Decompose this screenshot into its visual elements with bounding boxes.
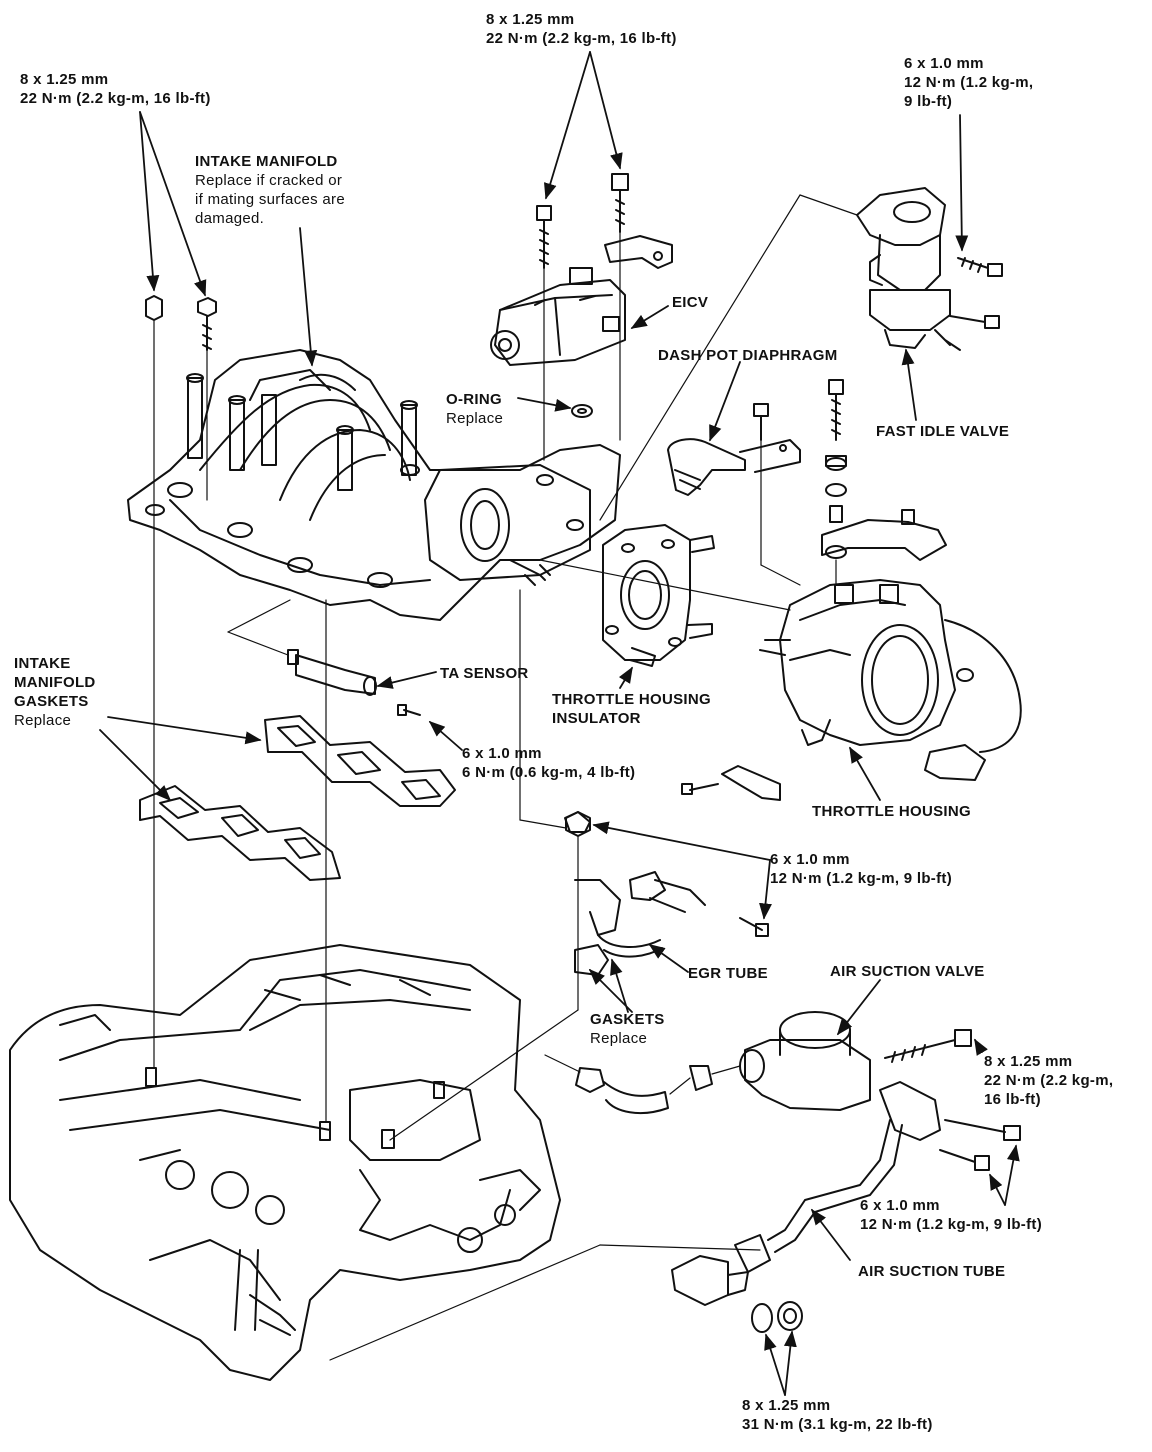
air-suction-valve-part — [739, 1011, 972, 1111]
intake-manifold-title: INTAKE MANIFOLD — [195, 153, 338, 170]
dash-pot-label: DASH POT DIAPHRAGM — [658, 347, 838, 364]
throttle-housing-insulator-label: THROTTLE HOUSING INSULATOR — [552, 690, 711, 728]
intake-gaskets-line-1: INTAKE — [14, 655, 71, 672]
manifold-nuts — [145, 295, 217, 351]
o-ring-label: O-RING Replace — [446, 390, 503, 428]
top-center-torque: 22 N·m (2.2 kg-m, 16 lb-ft) — [486, 30, 677, 47]
ta-sensor-torque-spec: 6 x 1.0 mm 6 N·m (0.6 kg-m, 4 lb-ft) — [462, 744, 635, 782]
insulator-line-2: INSULATOR — [552, 710, 641, 727]
air-suction-hose — [575, 1065, 713, 1115]
intake-manifold-note-1: Replace if cracked or — [195, 172, 343, 189]
bottom-torque: 31 N·m (3.1 kg-m, 22 lb-ft) — [742, 1416, 933, 1433]
leader-lines — [99, 51, 1020, 1396]
throttle-bracket — [681, 765, 781, 801]
intake-gasket-upper — [264, 715, 456, 807]
engine-block — [9, 944, 561, 1381]
top-right-size: 6 x 1.0 mm — [904, 55, 984, 72]
intake-manifold-note-3: damaged. — [195, 210, 265, 227]
eicv-bolts — [536, 173, 629, 269]
gaskets-label: GASKETS Replace — [590, 1010, 665, 1048]
fast-idle-valve-part — [856, 187, 961, 351]
asv-torque-2: 16 lb-ft) — [984, 1091, 1041, 1108]
top-left-torque-spec: 8 x 1.25 mm 22 N·m (2.2 kg-m, 16 lb-ft) — [20, 70, 211, 108]
top-left-size: 8 x 1.25 mm — [20, 71, 109, 88]
egr-tube-part — [564, 811, 769, 976]
throttle-top-parts — [821, 379, 947, 561]
intake-manifold-label: INTAKE MANIFOLD Replace if cracked or if… — [195, 152, 345, 228]
ta-sensor-label: TA SENSOR — [440, 665, 529, 682]
intake-gaskets-note: Replace — [14, 712, 72, 729]
asv-torque-1: 22 N·m (2.2 kg-m, — [984, 1072, 1114, 1089]
o-ring-part — [571, 404, 593, 418]
top-right-torque-1: 12 N·m (1.2 kg-m, — [904, 74, 1034, 91]
ta-sensor-part — [287, 649, 421, 716]
o-ring-note: Replace — [446, 410, 504, 427]
ast-torque: 12 N·m (1.2 kg-m, 9 lb-ft) — [860, 1216, 1042, 1233]
air-suction-valve-label: AIR SUCTION VALVE — [830, 963, 985, 980]
eicv-label: EICV — [672, 294, 709, 311]
top-left-torque: 22 N·m (2.2 kg-m, 16 lb-ft) — [20, 90, 211, 107]
eicv-part — [490, 267, 626, 366]
intake-gaskets-label: INTAKE MANIFOLD GASKETS Replace — [14, 654, 96, 730]
intake-manifold — [127, 349, 621, 621]
throttle-housing-part — [759, 579, 1022, 781]
ast-size: 6 x 1.0 mm — [860, 1197, 940, 1214]
throttle-housing-label: THROTTLE HOUSING — [812, 803, 971, 820]
intake-gasket-lower — [139, 785, 341, 881]
bottom-size: 8 x 1.25 mm — [742, 1397, 831, 1414]
egr-torque: 12 N·m (1.2 kg-m, 9 lb-ft) — [770, 870, 952, 887]
throttle-insulator-part — [602, 524, 715, 667]
air-suction-tube-label: AIR SUCTION TUBE — [858, 1263, 1006, 1280]
egr-tube-label: EGR TUBE — [688, 965, 768, 982]
dash-pot-bolt — [753, 403, 769, 441]
o-ring-title: O-RING — [446, 391, 502, 408]
top-right-torque-spec: 6 x 1.0 mm 12 N·m (1.2 kg-m, 9 lb-ft) — [904, 54, 1033, 111]
eicv-bracket — [604, 235, 673, 269]
ta-torque: 6 N·m (0.6 kg-m, 4 lb-ft) — [462, 764, 636, 781]
insulator-line-1: THROTTLE HOUSING — [552, 691, 711, 708]
asv-size: 8 x 1.25 mm — [984, 1053, 1073, 1070]
egr-torque-spec: 6 x 1.0 mm 12 N·m (1.2 kg-m, 9 lb-ft) — [770, 850, 952, 888]
ta-size: 6 x 1.0 mm — [462, 745, 542, 762]
bottom-torque-spec: 8 x 1.25 mm 31 N·m (3.1 kg-m, 22 lb-ft) — [742, 1396, 933, 1434]
intake-manifold-note-2: if mating surfaces are — [195, 191, 345, 208]
egr-nut — [565, 811, 591, 837]
dash-pot-part — [667, 438, 801, 496]
air-suction-tube-torque-spec: 6 x 1.0 mm 12 N·m (1.2 kg-m, 9 lb-ft) — [860, 1196, 1042, 1234]
fast-idle-valve-label: FAST IDLE VALVE — [876, 423, 1010, 440]
top-right-torque-2: 9 lb-ft) — [904, 93, 953, 110]
top-center-size: 8 x 1.25 mm — [486, 11, 575, 28]
air-suction-valve-torque-spec: 8 x 1.25 mm 22 N·m (2.2 kg-m, 16 lb-ft) — [984, 1052, 1113, 1109]
intake-gaskets-line-2: MANIFOLD — [14, 674, 96, 691]
fast-idle-bolts — [949, 257, 1003, 329]
gaskets-note: Replace — [590, 1030, 648, 1047]
air-suction-tube-part — [671, 1081, 1021, 1333]
intake-gaskets-line-3: GASKETS — [14, 693, 89, 710]
assembly-lines — [153, 194, 858, 1361]
gaskets-title: GASKETS — [590, 1011, 665, 1028]
egr-size: 6 x 1.0 mm — [770, 851, 850, 868]
top-center-torque-spec: 8 x 1.25 mm 22 N·m (2.2 kg-m, 16 lb-ft) — [486, 10, 677, 48]
